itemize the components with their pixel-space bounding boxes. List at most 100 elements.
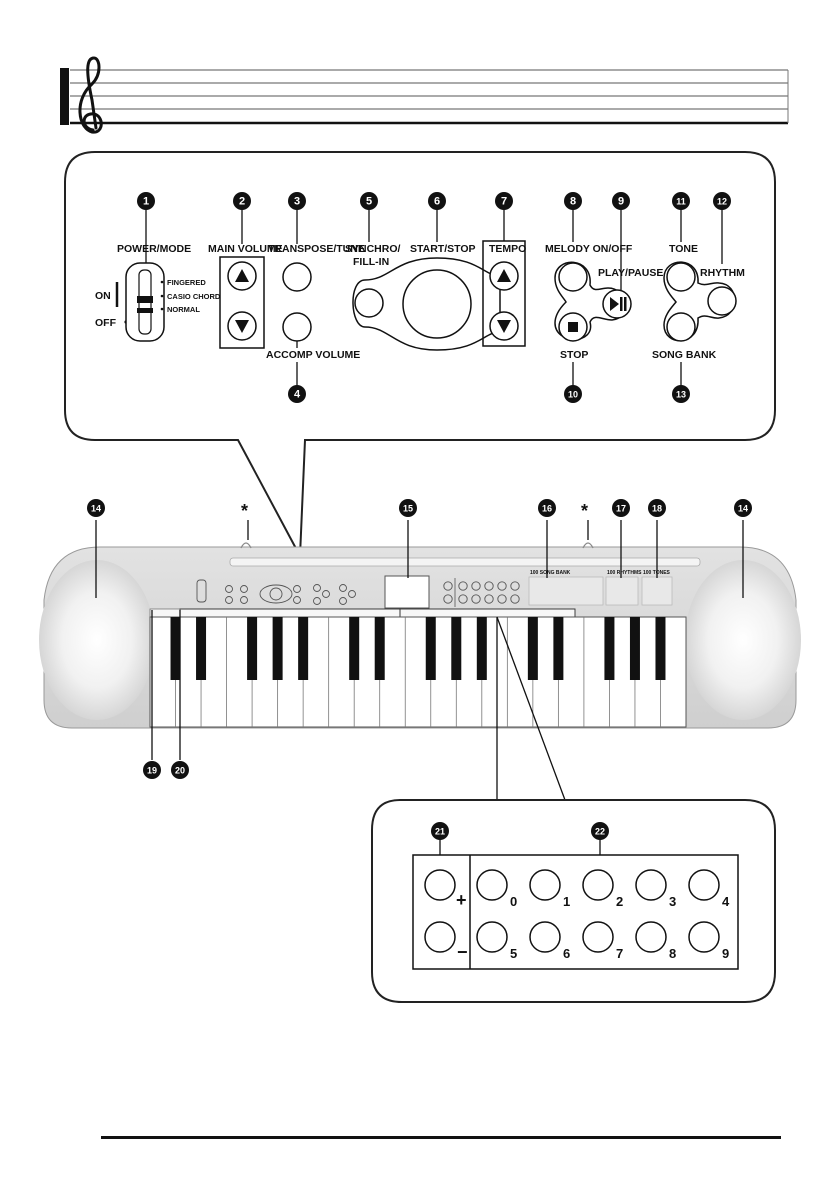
header-bar: [60, 68, 69, 125]
black-key: [374, 617, 385, 680]
song-bank-list-panel: [528, 576, 604, 606]
main-volume-up-button[interactable]: [227, 261, 257, 291]
black-keys: [170, 617, 666, 680]
rhythm-button[interactable]: [707, 286, 737, 316]
melody-on-off-label: MELODY ON/OFF: [545, 243, 633, 255]
callout-number: 11: [676, 197, 686, 207]
number-button-circle[interactable]: [529, 869, 561, 901]
callout-circle: [648, 499, 666, 517]
tempo-down-button[interactable]: [489, 311, 519, 341]
callout-circle: [734, 499, 752, 517]
callout-circle: [360, 192, 378, 210]
number-button-circle[interactable]: [635, 921, 667, 953]
accomp-volume-button[interactable]: [282, 312, 312, 342]
callout-number: 19: [147, 766, 157, 776]
callout-circle: [399, 499, 417, 517]
callout-circle: [288, 192, 306, 210]
number-button-0[interactable]: 0: [476, 869, 517, 909]
number-button-4[interactable]: 4: [688, 869, 730, 909]
number-button-circle[interactable]: [476, 869, 508, 901]
callout-circle: [672, 192, 690, 210]
callout-22: 22: [591, 822, 609, 840]
callout-circle: [233, 192, 251, 210]
main-volume-down-button[interactable]: [227, 311, 257, 341]
play-pause-button[interactable]: [602, 289, 632, 319]
number-label-1: 1: [563, 894, 570, 909]
main-volume-label: MAIN VOLUME: [208, 243, 283, 255]
callout-14: 14: [87, 499, 105, 517]
number-button-circle[interactable]: [582, 921, 614, 953]
song-bank-label: SONG BANK: [652, 349, 717, 361]
plus-label: +: [456, 890, 467, 910]
tone-button[interactable]: [666, 262, 696, 292]
callout-number: 16: [542, 504, 552, 514]
callout-3: 3: [288, 192, 306, 210]
plus-button[interactable]: [424, 869, 456, 901]
speaker-left: [39, 560, 155, 720]
callout-4: 4: [288, 385, 306, 403]
minus-button[interactable]: [424, 921, 456, 953]
tempo-up-button[interactable]: [489, 261, 519, 291]
song-bank-button[interactable]: [666, 312, 696, 342]
callout-6: 6: [428, 192, 446, 210]
callout-number: 6: [434, 196, 440, 208]
number-button-circle[interactable]: [688, 921, 720, 953]
callout-2: 2: [233, 192, 251, 210]
black-key: [196, 617, 207, 680]
callout-9: 9: [612, 192, 630, 210]
number-button-3[interactable]: 3: [635, 869, 676, 909]
fingered-label: FINGERED: [167, 278, 206, 287]
power-mode-switch[interactable]: POWER/MODE ON OFF FINGERED CASIO CHORD N…: [95, 243, 221, 342]
number-button-circle[interactable]: [476, 921, 508, 953]
number-button-circle[interactable]: [688, 869, 720, 901]
rhythm-list-panel: [605, 576, 639, 606]
control-panel-callout: POWER/MODE ON OFF FINGERED CASIO CHORD N…: [64, 151, 776, 560]
number-button-2[interactable]: 2: [582, 869, 623, 909]
callout-15: 15: [399, 499, 417, 517]
callout-circle: [495, 192, 513, 210]
fill-in-label: FILL-IN: [353, 256, 389, 268]
callout-number: 8: [570, 196, 576, 208]
stop-button[interactable]: [558, 312, 588, 342]
number-button-1[interactable]: 1: [529, 869, 570, 909]
callout-number: 12: [717, 197, 727, 207]
melody-on-off-button[interactable]: [558, 262, 588, 292]
number-button-circle[interactable]: [635, 869, 667, 901]
black-key: [298, 617, 309, 680]
number-button-circle[interactable]: [529, 921, 561, 953]
number-button-circle[interactable]: [582, 869, 614, 901]
tone-label: TONE: [669, 243, 698, 255]
callout-11: 11: [672, 192, 690, 210]
callout-18: 18: [648, 499, 666, 517]
number-button-7[interactable]: 7: [582, 921, 623, 961]
black-key: [553, 617, 564, 680]
panel-song-bank-label: 100 SONG BANK: [530, 570, 571, 576]
callout-circle: [428, 192, 446, 210]
callout-13: 13: [672, 385, 690, 403]
callout-20: 20: [171, 761, 189, 779]
black-key: [476, 617, 487, 680]
number-button-9[interactable]: 9: [688, 921, 729, 961]
start-stop-button[interactable]: [402, 269, 472, 339]
black-key: [629, 617, 640, 680]
callout-number: 1: [143, 196, 149, 208]
play-pause-icon: [610, 297, 627, 311]
number-button-5[interactable]: 5: [476, 921, 517, 961]
callout-number: 3: [294, 196, 300, 208]
number-button-8[interactable]: 8: [635, 921, 676, 961]
callout-number: 10: [568, 390, 578, 400]
transpose-tune-button[interactable]: [282, 262, 312, 292]
callout-16: 16: [538, 499, 556, 517]
callout-circle: [143, 761, 161, 779]
black-key: [425, 617, 436, 680]
callout-number: 13: [676, 390, 686, 400]
synchro-fill-in-button[interactable]: [354, 288, 384, 318]
start-stop-label: START/STOP: [410, 243, 476, 255]
callout-number: 7: [501, 196, 507, 208]
number-label-0: 0: [510, 894, 517, 909]
panel-rhythms-label: 100 RHYTHMS: [607, 570, 642, 576]
asterisk-left: *: [241, 501, 248, 521]
number-button-6[interactable]: 6: [529, 921, 570, 961]
